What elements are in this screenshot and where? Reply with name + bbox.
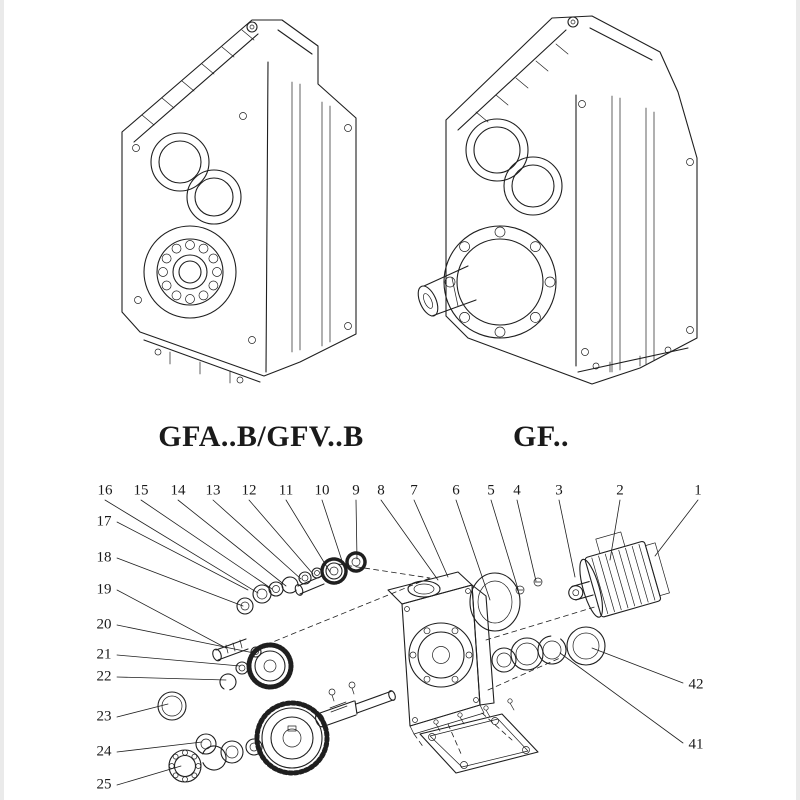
part-callout-3: 3 [555,482,563,499]
part-callout-2: 2 [616,482,624,499]
housing [387,571,495,735]
part-callout-23: 23 [96,708,112,725]
bottom-cover-plate [419,698,539,774]
input-pinion-gears [294,551,367,596]
input-washers [236,567,323,615]
part-callout-9: 9 [352,482,360,499]
part-callout-22: 22 [96,668,112,685]
part-callout-10: 10 [314,482,330,499]
part-callout-4: 4 [513,482,521,499]
big-gear [254,700,330,776]
page-edge-right [796,0,800,800]
flange-bolt-holes [444,226,556,338]
part-callout-20: 20 [96,616,112,633]
part-callout-42: 42 [688,676,704,693]
part-callout-41: 41 [688,736,704,753]
page-edge-left [0,0,4,800]
part-callout-15: 15 [133,482,149,499]
gearbox-drawing-right [417,15,698,385]
seal-bearing-set [157,691,263,783]
part-callout-6: 6 [452,482,460,499]
part-callout-13: 13 [205,482,221,499]
part-callout-18: 18 [96,549,112,566]
part-callout-5: 5 [487,482,495,499]
part-callout-25: 25 [96,776,112,793]
part-callout-12: 12 [241,482,257,499]
part-callout-8: 8 [377,482,385,499]
model-label-left: GFA..B/GFV..B [158,420,364,453]
part-callout-14: 14 [170,482,186,499]
gasket-and-rings [469,572,606,673]
part-callout-16: 16 [97,482,113,499]
part-callout-11: 11 [278,482,294,499]
leader-lines [104,499,699,786]
exploded-view-drawing [157,531,670,783]
bearing-rollers [158,240,222,304]
part-callout-24: 24 [96,743,112,760]
part-callout-17: 17 [96,513,112,530]
intermediate-gear-cluster [212,638,294,691]
part-callout-21: 21 [96,646,112,663]
gearbox-drawing-left [121,19,357,384]
part-callout-1: 1 [694,482,702,499]
exploded-output-shaft [314,681,396,728]
motor [568,531,670,618]
part-callout-19: 19 [96,581,112,598]
output-shaft [417,265,477,317]
model-label-right: GF.. [513,420,569,453]
part-callout-7: 7 [410,482,418,499]
